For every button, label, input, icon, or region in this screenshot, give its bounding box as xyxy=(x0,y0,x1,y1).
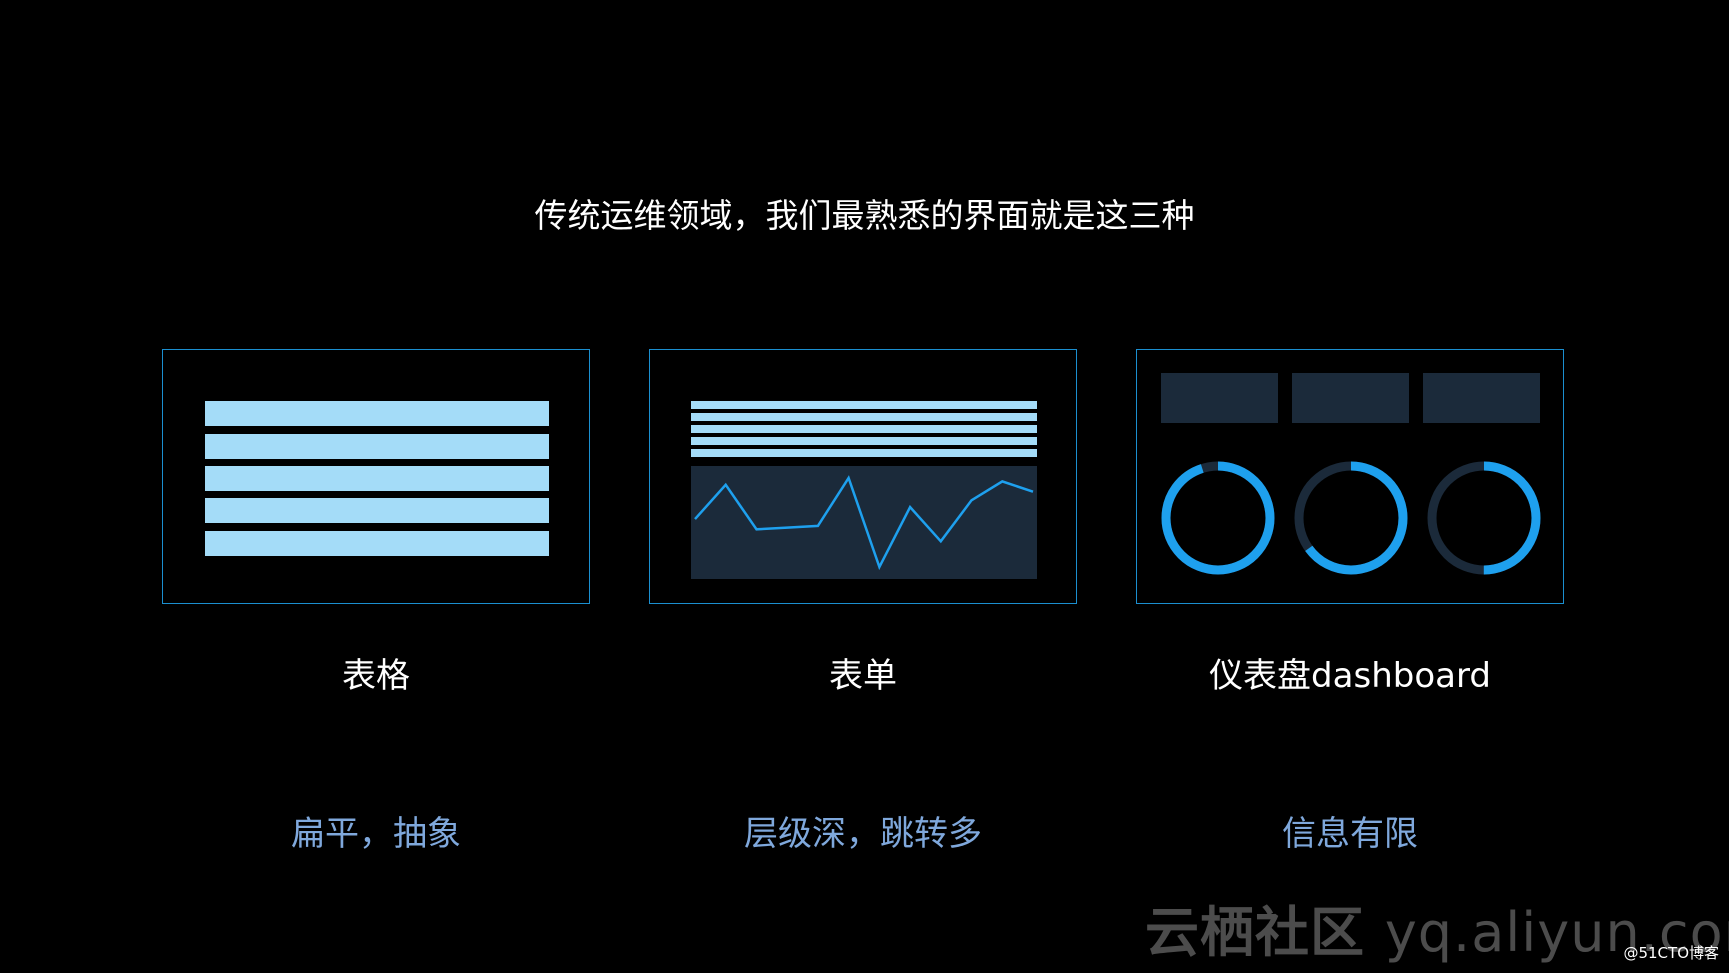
gauge-ring-progress xyxy=(1161,461,1275,575)
panel-label-table: 表格 xyxy=(342,656,410,696)
table-row-bar xyxy=(205,531,549,556)
table-row-bar xyxy=(205,466,549,491)
slide-title: 传统运维领域，我们最熟悉的界面就是这三种 xyxy=(534,196,1195,235)
dashboard-tile xyxy=(1292,373,1409,423)
watermark-brand: 云栖社区 xyxy=(1145,901,1365,964)
table-row-bar xyxy=(205,498,549,523)
line-chart-svg xyxy=(694,475,1034,571)
form-row-line xyxy=(691,437,1037,445)
line-chart-illustration xyxy=(691,466,1037,579)
form-row-line xyxy=(691,425,1037,433)
chart-line xyxy=(694,475,1034,571)
form-illustration-panel xyxy=(649,349,1077,604)
form-row-line xyxy=(691,413,1037,421)
panel-label-dashboard: 仪表盘dashboard xyxy=(1209,656,1491,696)
table-illustration-panel xyxy=(162,349,590,604)
form-row-line xyxy=(691,449,1037,457)
panel-description-table: 扁平，抽象 xyxy=(291,814,461,854)
gauge-ring-progress xyxy=(1427,461,1541,575)
source-credit: @51CTO博客 xyxy=(1623,944,1719,962)
gauge-ring-progress xyxy=(1294,461,1408,575)
panel-label-form: 表单 xyxy=(829,656,897,696)
dashboard-tile xyxy=(1161,373,1278,423)
panel-description-form: 层级深，跳转多 xyxy=(744,814,982,854)
form-row-line xyxy=(691,401,1037,409)
table-row-bar xyxy=(205,401,549,426)
gauge-ring xyxy=(1161,461,1275,575)
watermark-url: yq.aliyun.com xyxy=(1384,901,1729,964)
gauge-ring xyxy=(1294,461,1408,575)
dashboard-illustration-panel xyxy=(1136,349,1564,604)
panel-description-dashboard: 信息有限 xyxy=(1282,814,1418,854)
gauge-ring xyxy=(1427,461,1541,575)
watermark: 云栖社区 yq.aliyun.com xyxy=(1145,898,1729,968)
table-row-bar xyxy=(205,434,549,459)
dashboard-tile xyxy=(1423,373,1540,423)
